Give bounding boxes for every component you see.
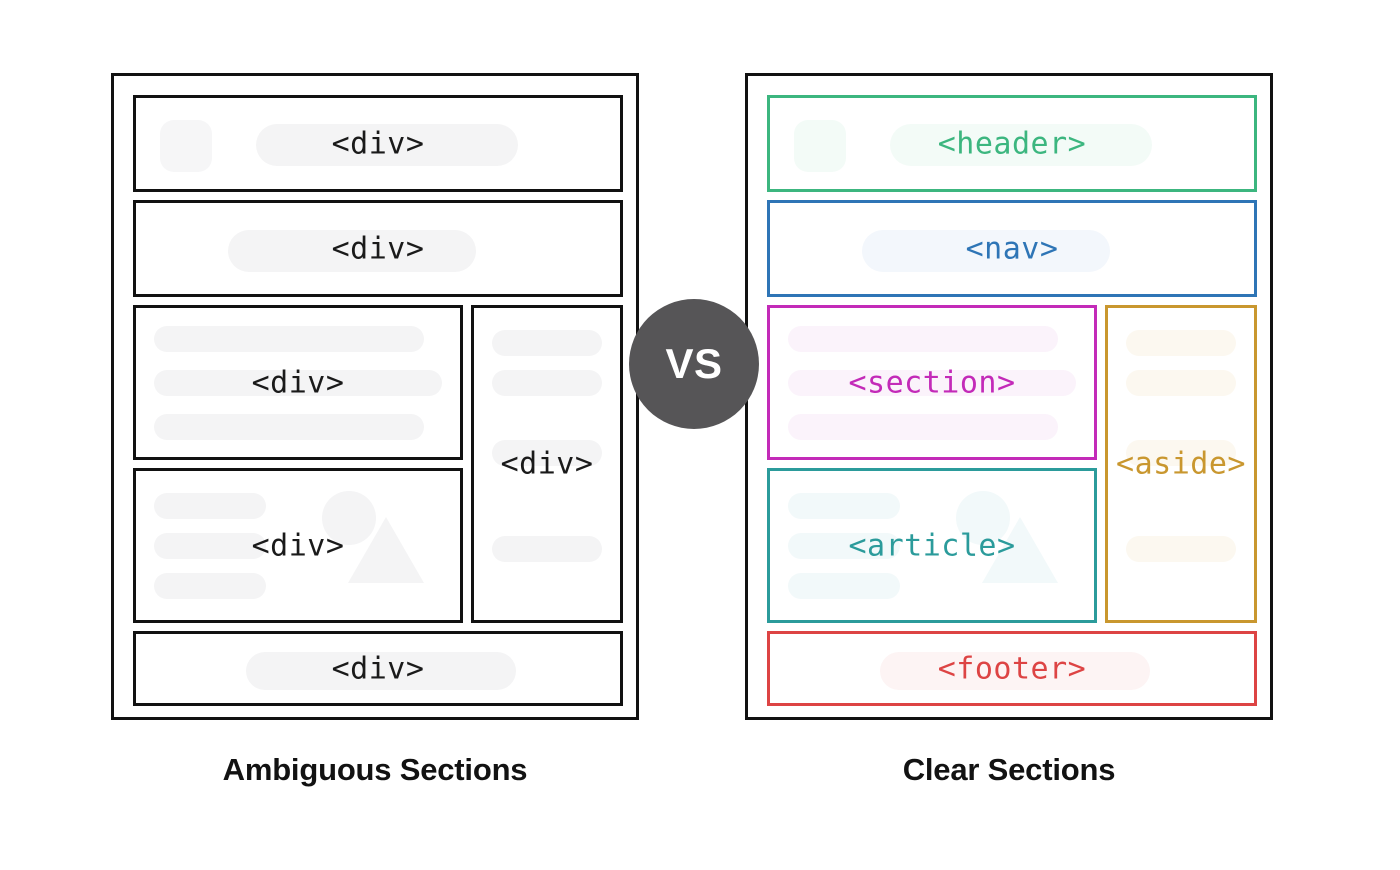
bar-placeholder: [788, 493, 900, 519]
ambiguous-sections-caption: Ambiguous Sections: [222, 752, 528, 787]
logo-placeholder-icon: [794, 120, 846, 172]
right-box-section[interactable]: <section>: [767, 305, 1097, 460]
bar-placeholder: [1126, 330, 1236, 356]
bar-placeholder: [1126, 440, 1236, 466]
right-box-nav[interactable]: <nav>: [767, 200, 1257, 297]
bar-placeholder: [228, 230, 476, 272]
right-box-header[interactable]: <header>: [767, 95, 1257, 192]
bar-placeholder: [154, 533, 266, 559]
clear-sections-caption: Clear Sections: [902, 752, 1116, 787]
left-box-nav-label: <div>: [331, 231, 425, 266]
bar-placeholder: [890, 124, 1152, 166]
right-box-header-label: <header>: [937, 126, 1087, 161]
bar-placeholder: [788, 414, 1058, 440]
left-box-header[interactable]: <div>: [133, 95, 623, 192]
versus-badge-label: VS: [665, 340, 723, 387]
right-box-footer[interactable]: <footer>: [767, 631, 1257, 706]
left-box-section[interactable]: <div>: [133, 305, 463, 460]
bar-placeholder: [1126, 536, 1236, 562]
logo-placeholder-icon: [160, 120, 212, 172]
versus-badge: VS: [629, 299, 759, 429]
bar-placeholder: [492, 370, 602, 396]
bar-placeholder: [862, 230, 1110, 272]
triangle-placeholder-icon: [982, 517, 1058, 583]
right-box-footer-label: <footer>: [937, 651, 1087, 686]
bar-placeholder: [154, 370, 442, 396]
bar-placeholder: [154, 326, 424, 352]
right-box-aside-label: <aside>: [1116, 446, 1246, 482]
bar-placeholder: [492, 440, 602, 466]
ambiguous-sections-panel: <div> <div> <div> <div>: [111, 73, 639, 720]
bar-placeholder: [788, 573, 900, 599]
right-box-article-label: <article>: [848, 528, 1016, 563]
right-box-aside[interactable]: <aside>: [1105, 305, 1257, 623]
left-box-aside[interactable]: <div>: [471, 305, 623, 623]
left-box-footer[interactable]: <div>: [133, 631, 623, 706]
bar-placeholder: [492, 536, 602, 562]
ambiguous-panel-inner: <div> <div> <div> <div>: [133, 95, 623, 706]
bar-placeholder: [154, 414, 424, 440]
bar-placeholder: [788, 533, 900, 559]
bar-placeholder: [788, 326, 1058, 352]
left-box-section-label: <div>: [251, 365, 345, 400]
bar-placeholder: [788, 370, 1076, 396]
bar-placeholder: [1126, 370, 1236, 396]
right-box-article[interactable]: <article>: [767, 468, 1097, 623]
clear-panel-inner: <header> <nav> <section> <art: [767, 95, 1257, 706]
bar-placeholder: [880, 652, 1150, 690]
left-box-header-label: <div>: [331, 126, 425, 161]
bar-placeholder: [492, 330, 602, 356]
bar-placeholder: [246, 652, 516, 690]
left-box-nav[interactable]: <div>: [133, 200, 623, 297]
triangle-placeholder-icon: [348, 517, 424, 583]
bar-placeholder: [154, 493, 266, 519]
left-box-footer-label: <div>: [331, 651, 425, 686]
left-box-aside-label: <div>: [500, 446, 594, 482]
bar-placeholder: [256, 124, 518, 166]
left-box-article[interactable]: <div>: [133, 468, 463, 623]
right-box-section-label: <section>: [848, 365, 1016, 400]
left-box-article-label: <div>: [251, 528, 345, 563]
clear-sections-panel: <header> <nav> <section> <art: [745, 73, 1273, 720]
bar-placeholder: [154, 573, 266, 599]
right-box-nav-label: <nav>: [965, 231, 1059, 266]
